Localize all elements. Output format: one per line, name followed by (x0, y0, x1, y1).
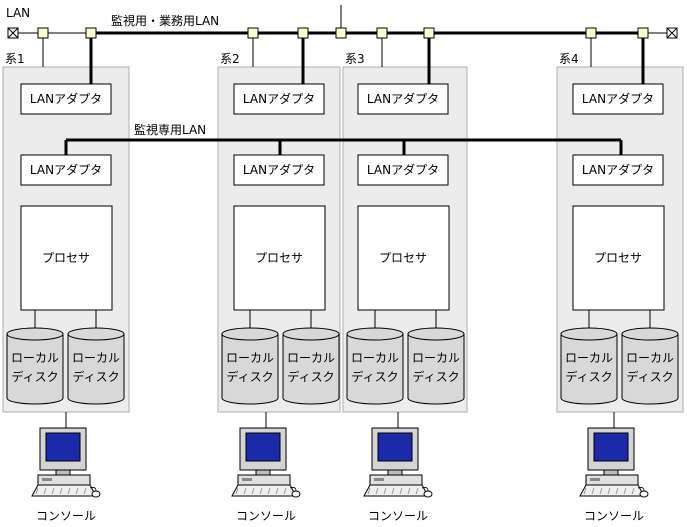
lan-adapter-bottom (357, 154, 449, 186)
disk-label-line1: ローカル (626, 351, 674, 365)
lan-tap-connector (85, 27, 97, 39)
disk-label-line2: ディスク (287, 369, 334, 384)
mouse-icon (91, 490, 101, 498)
disk-label-line1: ローカル (72, 351, 120, 365)
disk-label-line1: ローカル (565, 351, 613, 365)
lan-backbone (7, 5, 678, 39)
keyboard-icon (363, 474, 429, 497)
lan-terminator-left (7, 27, 19, 39)
console-label: コンソール (236, 509, 296, 523)
keyboard-icon (231, 474, 297, 497)
lan-adapter-bottom (572, 154, 664, 186)
disk-label-line1: ローカル (11, 351, 59, 365)
mouse-icon (639, 490, 649, 498)
lan-tap-connector (247, 27, 259, 39)
disk-label-line1: ローカル (412, 351, 460, 365)
lan-adapter-top-label: LANアダプタ (30, 91, 102, 106)
disk-label-line1: ローカル (351, 351, 399, 365)
disk-label-line2: ディスク (565, 369, 612, 384)
disk-label-line2: ディスク (226, 369, 273, 384)
system-name-label: 系3 (345, 52, 365, 66)
monitor-icon (239, 427, 287, 476)
disk-label-line1: ローカル (287, 351, 335, 365)
lan-tap-connector (335, 27, 347, 39)
system-name-label: 系2 (220, 52, 240, 66)
lan-adapter-top-label: LANアダプタ (243, 91, 315, 106)
lan-adapter-bottom (20, 154, 112, 186)
system-name-label: 系4 (559, 52, 579, 66)
lan-label: LAN (6, 6, 30, 20)
mouse-icon (291, 490, 301, 498)
processor-label: プロセサ (255, 251, 303, 265)
lan-adapter-top (20, 83, 112, 115)
console-terminal: コンソール (231, 412, 301, 523)
processor-box (357, 205, 450, 311)
console-terminal: コンソール (579, 412, 649, 523)
disk-label-line2: ディスク (626, 369, 673, 384)
console-label: コンソール (36, 509, 96, 523)
processor-label: プロセサ (379, 251, 427, 265)
disk-label-line1: ローカル (226, 351, 274, 365)
keyboard-icon (31, 474, 97, 497)
keyboard-icon (579, 474, 645, 497)
lan-adapter-bottom-label: LANアダプタ (243, 162, 315, 177)
disk-label-line2: ディスク (11, 369, 58, 384)
lan-adapter-top-label: LANアダプタ (582, 91, 654, 106)
console-label: コンソール (584, 509, 644, 523)
processor-box (20, 205, 113, 311)
console-terminal: コンソール (363, 412, 433, 523)
processor-box (572, 205, 665, 311)
system-name-label: 系1 (5, 52, 25, 66)
lan-adapter-bottom-label: LANアダプタ (582, 162, 654, 177)
monitor-icon (39, 427, 87, 476)
disk-label-line2: ディスク (351, 369, 398, 384)
lan-adapter-bottom-label: LANアダプタ (367, 162, 439, 177)
monitor-icon (371, 427, 419, 476)
lan-tap-connector (423, 27, 435, 39)
lan-adapter-top-label: LANアダプタ (367, 91, 439, 106)
mouse-icon (423, 490, 433, 498)
lan-tap-connector (376, 27, 388, 39)
console-label: コンソール (368, 509, 428, 523)
lan-terminator-right (666, 27, 678, 39)
monitor-only-lan-label: 監視専用LAN (134, 122, 206, 137)
lan-adapter-top (572, 83, 664, 115)
processor-box (233, 205, 326, 311)
processor-label: プロセサ (42, 251, 90, 265)
lan-tap-connector (637, 27, 649, 39)
monitor-icon (587, 427, 635, 476)
lan-tap-connector (585, 27, 597, 39)
lan-tap-connector (37, 27, 49, 39)
lan-adapter-bottom (233, 154, 325, 186)
console-terminal: コンソール (31, 412, 101, 523)
lan-adapter-bottom-label: LANアダプタ (30, 162, 102, 177)
processor-label: プロセサ (594, 251, 642, 265)
lan-tap-connector (297, 27, 309, 39)
lan-adapter-top (233, 83, 325, 115)
lan-adapter-top (357, 83, 449, 115)
disk-label-line2: ディスク (72, 369, 119, 384)
monitor-business-lan-label: 監視用・業務用LAN (111, 13, 219, 28)
disk-label-line2: ディスク (412, 369, 459, 384)
